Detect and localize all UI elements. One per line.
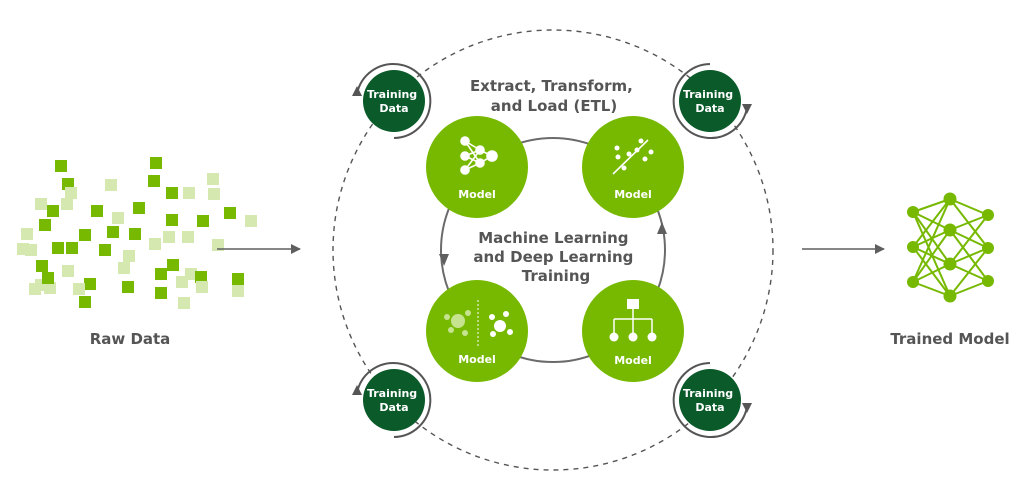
cycle-arrow-icon: [356, 362, 432, 438]
neural-network-icon: [460, 136, 498, 175]
raw-data-square: [148, 175, 160, 187]
raw-data-square: [21, 228, 33, 240]
loop-arrow-right: [657, 222, 667, 234]
raw-data-square: [166, 214, 178, 226]
raw-data-square: [245, 215, 257, 227]
training-data-node-2: Training Data: [672, 63, 752, 139]
outer-dashed-cycle: [332, 29, 774, 471]
raw-data-square: [232, 273, 244, 285]
raw-data-square: [79, 229, 91, 241]
raw-data-square: [178, 297, 190, 309]
raw-data-square: [66, 242, 78, 254]
raw-data-square: [112, 212, 124, 224]
raw-data-square: [149, 238, 161, 250]
cycle-arrow-icon: [356, 63, 432, 139]
raw-data-square: [208, 188, 220, 200]
decision-tree-icon: [609, 299, 657, 342]
raw-data-square: [167, 259, 179, 271]
raw-data-square: [52, 242, 64, 254]
svg-text:Training Data: Training Data: [683, 387, 737, 414]
raw-data-square: [73, 283, 85, 295]
svg-text:Training Data: Training Data: [683, 88, 737, 115]
model-node-4: Model: [582, 280, 684, 382]
training-data-node-1: Training Data: [352, 63, 432, 139]
raw-data-square: [163, 231, 175, 243]
raw-data-square: [129, 228, 141, 240]
raw-data-square: [212, 239, 224, 251]
raw-data-square: [25, 244, 37, 256]
raw-data-square: [207, 173, 219, 185]
svg-text:Training Data: Training Data: [367, 387, 421, 414]
etl-label: Extract, Transform, and Load (ETL): [470, 77, 638, 115]
raw-data-square: [55, 160, 67, 172]
training-data-node-4: Training Data: [672, 362, 752, 438]
raw-data-square: [79, 296, 91, 308]
raw-data-square: [155, 268, 167, 280]
raw-data-label: Raw Data: [90, 330, 171, 348]
raw-data-square: [183, 187, 195, 199]
raw-data-square: [44, 282, 56, 294]
raw-data-square: [39, 219, 51, 231]
raw-data-square: [166, 187, 178, 199]
cycle-arrow-icon: [672, 362, 748, 438]
training-data-node-3: Training Data: [352, 362, 432, 438]
raw-data-square: [122, 281, 134, 293]
raw-data-square: [65, 187, 77, 199]
raw-data-square: [61, 198, 73, 210]
raw-data-square: [197, 215, 209, 227]
raw-data-square: [118, 262, 130, 274]
trained-model-network-icon: [907, 192, 994, 303]
raw-data-icon: [17, 157, 257, 309]
raw-data-square: [35, 198, 47, 210]
raw-data-square: [84, 278, 96, 290]
raw-data-square: [232, 285, 244, 297]
svg-text:Model: Model: [458, 188, 496, 201]
svg-text:Model: Model: [614, 354, 652, 367]
ml-training-label: Machine Learning and Deep Learning Train…: [473, 229, 638, 285]
raw-data-square: [42, 272, 54, 284]
model-node-1: Model: [426, 116, 528, 218]
scatter-regression-icon: [612, 138, 654, 175]
raw-data-square: [195, 271, 207, 283]
inner-training-loop: [440, 137, 666, 363]
raw-data-square: [123, 250, 135, 262]
raw-data-square: [133, 202, 145, 214]
raw-data-square: [182, 231, 194, 243]
model-node-2: Model: [582, 116, 684, 218]
cycle-arrow-icon: [672, 63, 748, 139]
loop-arrow-left: [439, 254, 449, 266]
raw-data-square: [62, 265, 74, 277]
raw-data-square: [176, 276, 188, 288]
raw-data-square: [105, 179, 117, 191]
model-node-3: Model: [426, 280, 528, 382]
svg-text:Model: Model: [458, 353, 496, 366]
raw-data-square: [47, 205, 59, 217]
raw-data-square: [107, 226, 119, 238]
raw-data-square: [224, 207, 236, 219]
raw-data-square: [36, 260, 48, 272]
raw-data-square: [155, 287, 167, 299]
svg-text:Training Data: Training Data: [367, 88, 421, 115]
raw-data-square: [196, 281, 208, 293]
raw-data-square: [99, 244, 111, 256]
raw-data-square: [91, 205, 103, 217]
raw-data-square: [150, 157, 162, 169]
clustering-icon: [444, 300, 513, 346]
trained-model-label: Trained Model: [890, 330, 1009, 348]
raw-data-square: [29, 283, 41, 295]
svg-text:Model: Model: [614, 188, 652, 201]
